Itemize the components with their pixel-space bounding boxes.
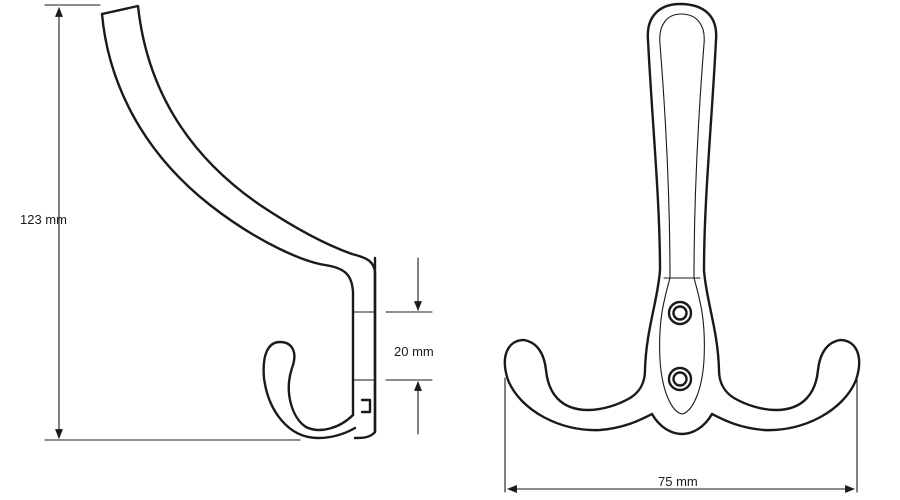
screw-head-side	[360, 398, 372, 414]
hook-outline-front	[503, 2, 861, 436]
hook-arm-side	[100, 4, 377, 440]
width-dimension-label: 75 mm	[658, 474, 698, 489]
hook-arm-inner-side	[100, 12, 355, 417]
spacing-dimension-label: 20 mm	[394, 344, 434, 359]
front-view	[503, 2, 861, 493]
side-view	[44, 4, 433, 441]
hook-ridge-front	[659, 13, 705, 415]
screw-hole-bottom	[667, 366, 693, 392]
height-dimension-label: 123 mm	[20, 212, 67, 227]
screw-hole-top	[667, 300, 693, 326]
lower-hook-side	[262, 340, 357, 440]
